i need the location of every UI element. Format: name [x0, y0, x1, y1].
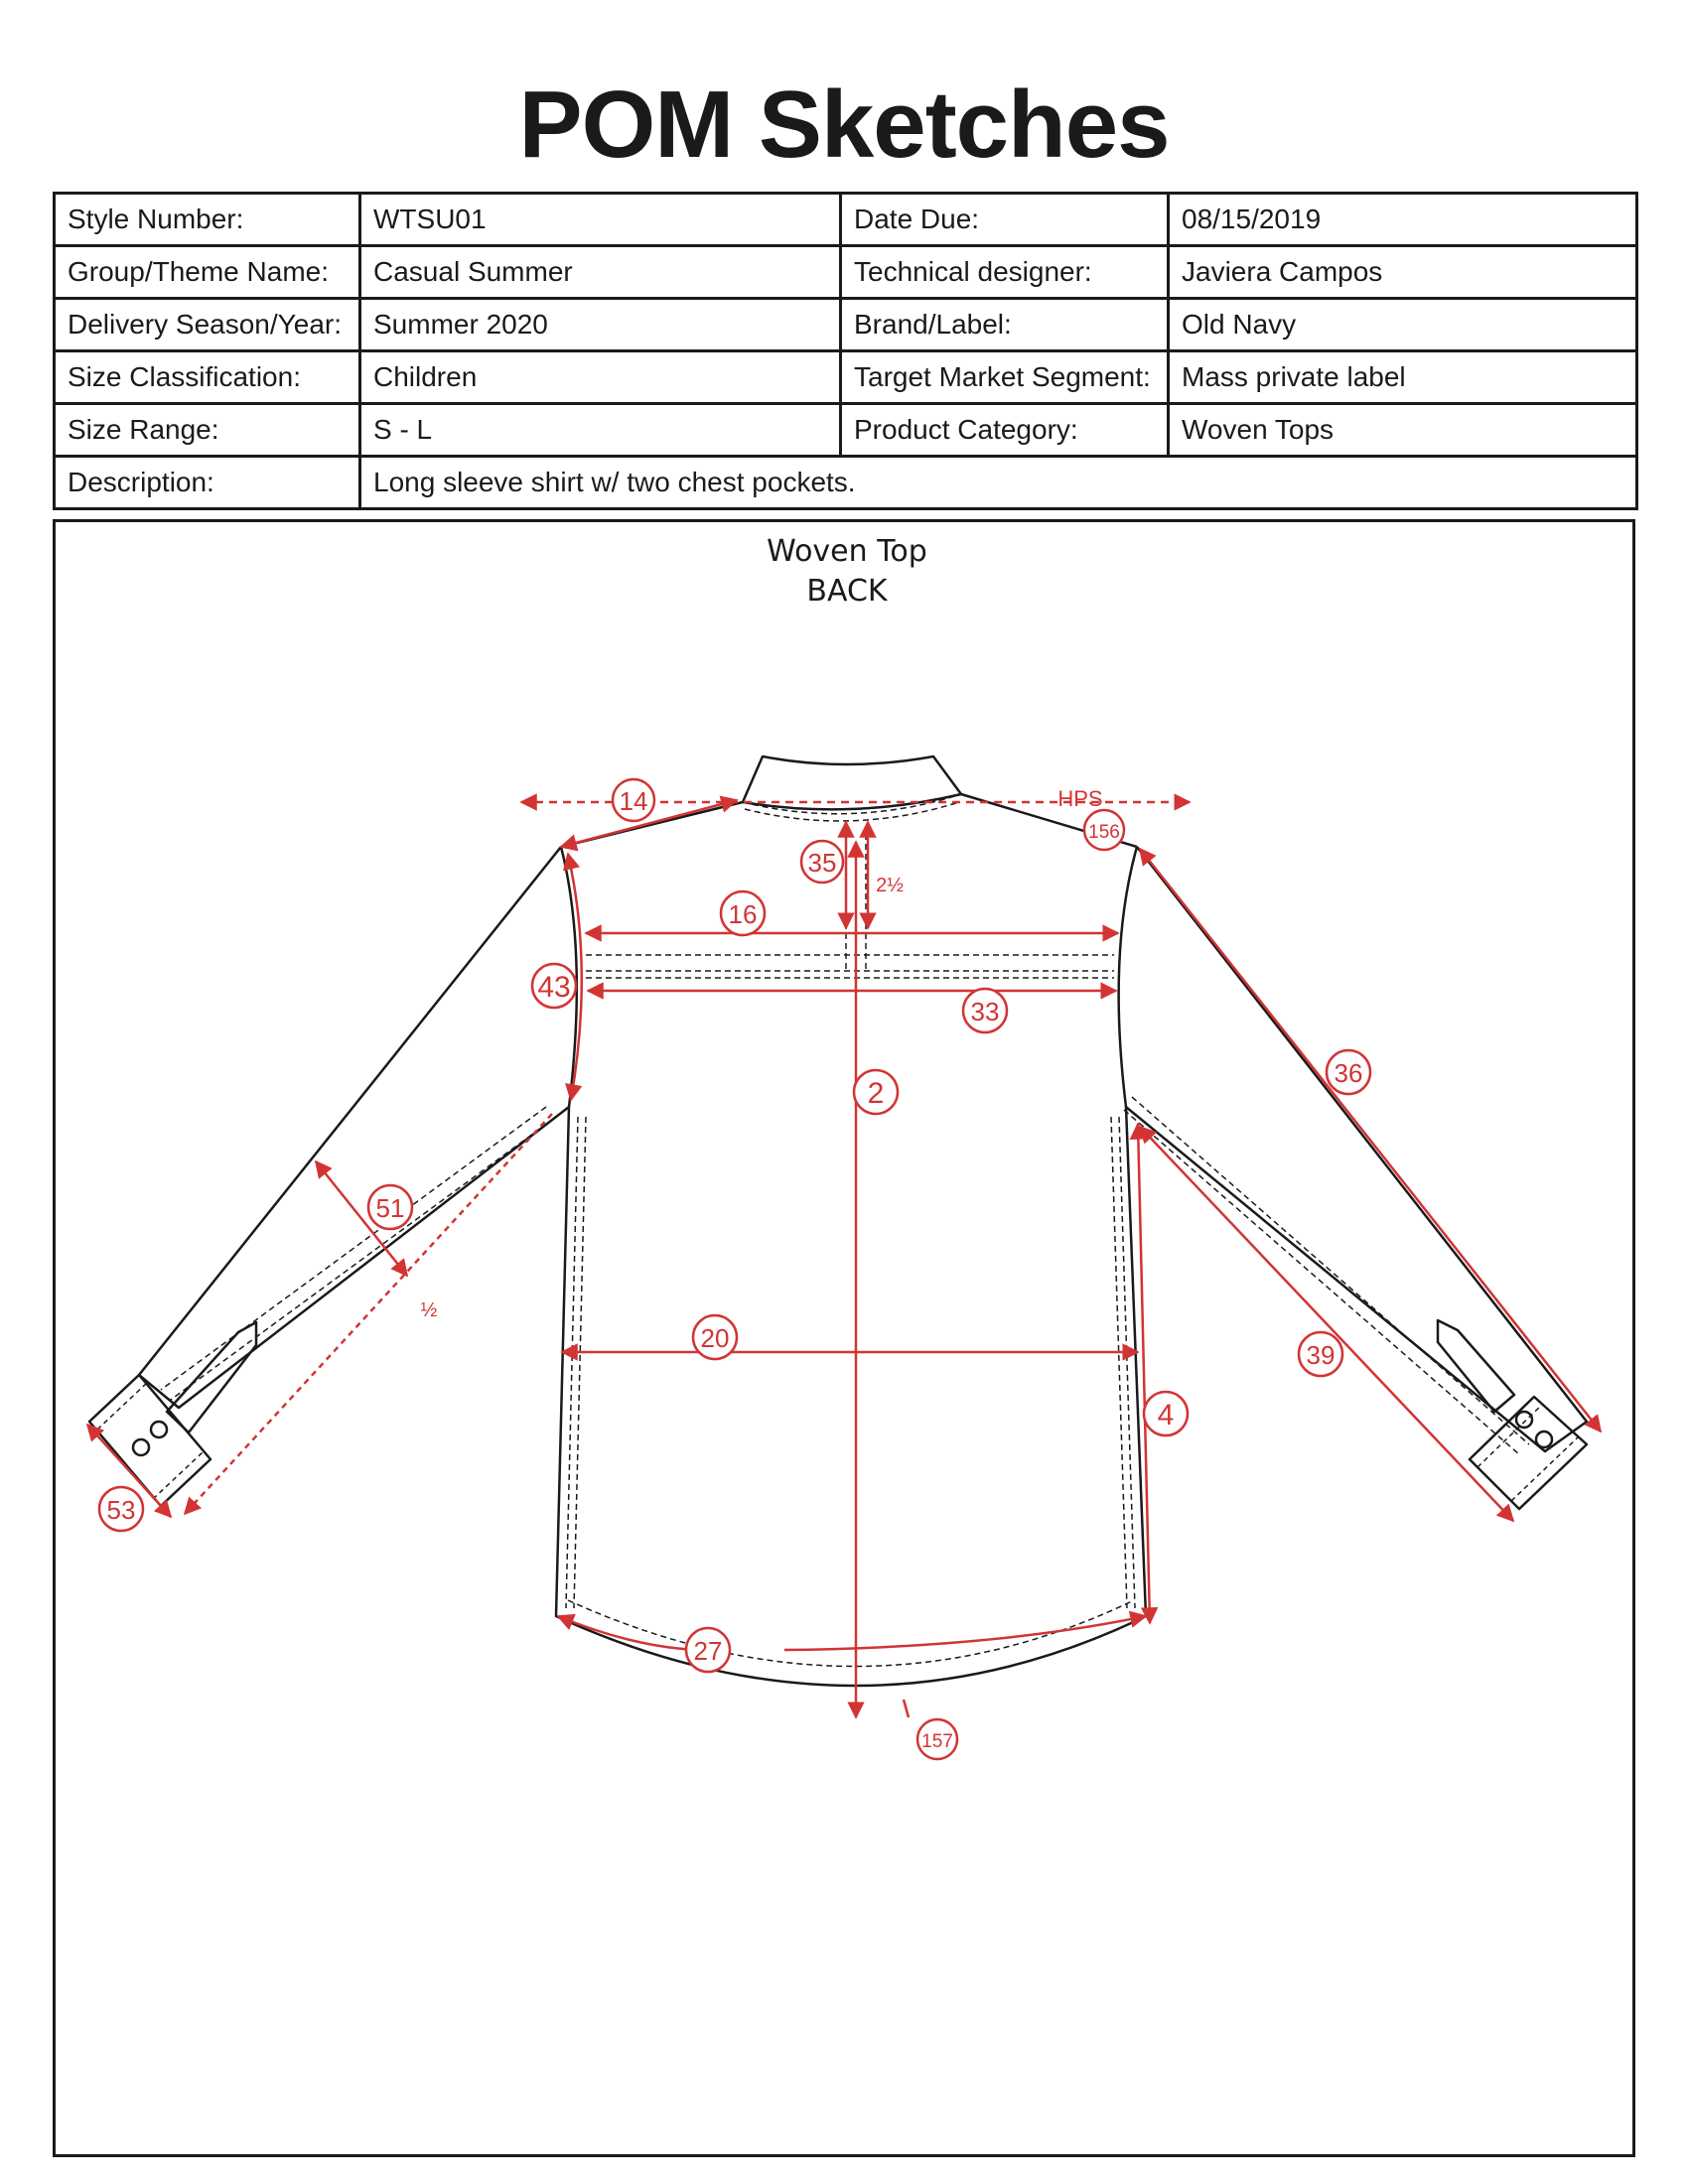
- pom-label-157: 157: [921, 1731, 953, 1752]
- left-sleeve: [137, 846, 570, 1410]
- pom-badge-33: 33: [961, 987, 1009, 1034]
- side-seam-stitch: [565, 1116, 1136, 1609]
- pom-badge-39: 39: [1297, 1330, 1344, 1378]
- pom-label-2: 2: [868, 1077, 885, 1110]
- size-classification-value: Children: [358, 349, 842, 405]
- garment-outline: [87, 754, 1589, 1688]
- delivery-season-label: Delivery Season/Year:: [53, 297, 361, 352]
- pom-badge-27: 27: [684, 1626, 732, 1674]
- page-title: POM Sketches: [518, 71, 1171, 178]
- date-due-value: 08/15/2019: [1167, 192, 1638, 247]
- pom-badge-156: 156: [1082, 808, 1126, 852]
- right-cuff-button-icon: [1534, 1430, 1554, 1449]
- description-label: Description:: [53, 455, 361, 510]
- spec-info-table: Style Number: WTSU01 Date Due: 08/15/201…: [53, 192, 1638, 510]
- product-category-value: Woven Tops: [1167, 402, 1638, 458]
- brand-label-label: Brand/Label:: [839, 297, 1170, 352]
- measure-line-27: [558, 1616, 1146, 1652]
- size-classification-label: Size Classification:: [53, 349, 361, 405]
- pom-badge-43: 43: [530, 962, 578, 1010]
- measure-line-36: [1138, 847, 1603, 1433]
- left-cuff-button-icon: [149, 1420, 169, 1439]
- pom-badge-36: 36: [1325, 1048, 1372, 1096]
- measurement-badges: 14 156 35 16 43 33 2 36: [97, 777, 1372, 1761]
- pom-label-33: 33: [971, 997, 1000, 1026]
- table-row: Group/Theme Name: Casual Summer Technica…: [53, 244, 1638, 300]
- group-theme-value: Casual Summer: [358, 244, 842, 300]
- left-sleeve-seam: [160, 1106, 557, 1401]
- left-cuff-button-icon: [131, 1437, 151, 1457]
- group-theme-label: Group/Theme Name:: [53, 244, 361, 300]
- sketch-view: BACK: [806, 574, 888, 609]
- technical-designer-value: Javiera Campos: [1167, 244, 1638, 300]
- two-half-annotation: 2½: [876, 875, 904, 896]
- hps-annotation: HPS: [1057, 786, 1102, 811]
- pom-label-14: 14: [620, 786, 648, 816]
- table-row: Size Range: S - L Product Category: Wove…: [53, 402, 1638, 458]
- product-category-label: Product Category:: [839, 402, 1170, 458]
- pom-badge-53: 53: [97, 1485, 145, 1533]
- body-outline: [554, 846, 1148, 1688]
- delivery-season-value: Summer 2020: [358, 297, 842, 352]
- technical-designer-label: Technical designer:: [839, 244, 1170, 300]
- measure-line-157: [902, 1699, 911, 1718]
- pom-badge-20: 20: [691, 1313, 739, 1361]
- pom-label-4: 4: [1158, 1399, 1175, 1432]
- pom-label-20: 20: [701, 1323, 730, 1353]
- pom-badge-4: 4: [1142, 1390, 1190, 1437]
- sketch-title: Woven Top: [767, 534, 927, 569]
- back-yoke-seam: [586, 954, 1114, 979]
- pom-label-16: 16: [729, 899, 758, 929]
- table-row: Delivery Season/Year: Summer 2020 Brand/…: [53, 297, 1638, 352]
- pom-badge-51: 51: [366, 1183, 414, 1231]
- left-cuff: [87, 1373, 212, 1508]
- size-range-value: S - L: [358, 402, 842, 458]
- half-annotation: ½: [421, 1299, 438, 1321]
- sketch-frame: Woven Top BACK: [53, 519, 1635, 2157]
- target-market-value: Mass private label: [1167, 349, 1638, 405]
- measure-line-53: [85, 1423, 173, 1519]
- measure-line-43: [562, 852, 583, 1102]
- measurement-lines: [85, 793, 1603, 1719]
- pom-badge-2: 2: [852, 1068, 900, 1116]
- pom-badge-157: 157: [915, 1717, 959, 1761]
- style-number-label: Style Number:: [53, 192, 361, 247]
- pom-label-156: 156: [1088, 822, 1120, 843]
- date-due-label: Date Due:: [839, 192, 1170, 247]
- right-cuff-stitch: [1477, 1404, 1580, 1502]
- measure-line-14: [559, 795, 739, 852]
- pom-label-39: 39: [1307, 1340, 1336, 1370]
- table-row: Size Classification: Children Target Mar…: [53, 349, 1638, 405]
- table-row: Style Number: WTSU01 Date Due: 08/15/201…: [53, 192, 1638, 247]
- pom-label-27: 27: [694, 1636, 723, 1666]
- measure-line-39: [1138, 1125, 1515, 1523]
- style-number-value: WTSU01: [358, 192, 842, 247]
- pom-label-35: 35: [808, 848, 837, 878]
- pom-badge-14: 14: [611, 777, 656, 823]
- pom-label-51: 51: [376, 1193, 405, 1223]
- pom-badge-35: 35: [799, 839, 845, 885]
- target-market-label: Target Market Segment:: [839, 349, 1170, 405]
- pom-label-53: 53: [107, 1495, 136, 1525]
- right-sleeve: [1125, 846, 1589, 1453]
- brand-label-value: Old Navy: [1167, 297, 1638, 352]
- right-cuff-button-icon: [1514, 1410, 1534, 1430]
- description-value: Long sleeve shirt w/ two chest pockets.: [358, 455, 1638, 510]
- measure-line-51: [314, 1160, 409, 1278]
- pom-label-43: 43: [537, 971, 570, 1004]
- pom-badge-16: 16: [719, 889, 767, 937]
- table-row: Description: Long sleeve shirt w/ two ch…: [53, 455, 1638, 510]
- pom-label-36: 36: [1335, 1058, 1363, 1088]
- measure-line-half: [183, 1113, 553, 1516]
- size-range-label: Size Range:: [53, 402, 361, 458]
- left-sleeve-placket: [165, 1320, 258, 1434]
